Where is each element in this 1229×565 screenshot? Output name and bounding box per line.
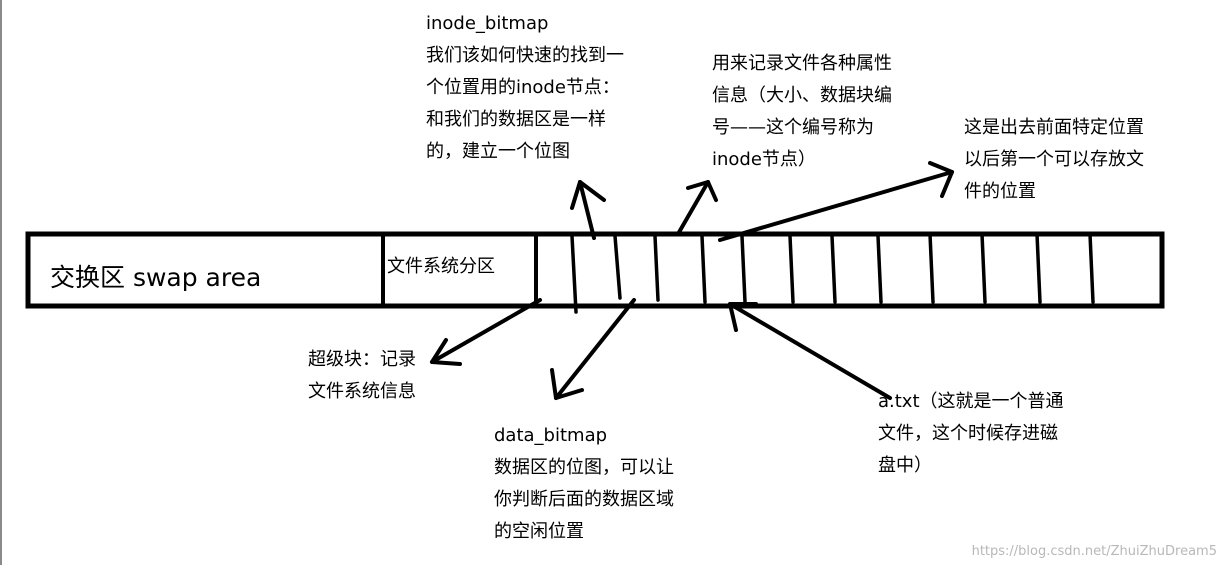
inode-bitmap-annotation: inode_bitmap 我们该如何快速的找到一 个位置用的inode节点： 和… [426, 8, 624, 168]
watermark: https://blog.csdn.net/ZhuiZhuDream5 [971, 544, 1217, 559]
atxt-arrow [728, 302, 892, 400]
block-divider [740, 234, 747, 304]
filesystem-partition-label: 文件系统分区 [387, 256, 495, 277]
block-divider [1088, 232, 1095, 304]
position-arrow [718, 170, 954, 242]
annotation-line: 信息（大小、数据块编 [712, 85, 892, 106]
annotation-line: 以后第一个可以存放文 [964, 149, 1144, 170]
annotation-line: 件的位置 [964, 181, 1036, 202]
annotation-line: a.txt（这就是一个普通 [878, 391, 1064, 412]
block-divider [788, 234, 795, 304]
annotation-line: 和我们的数据区是一样 [426, 109, 606, 130]
inode-bitmap-arrow [578, 180, 596, 240]
annotation-line: 你判断后面的数据区域 [494, 489, 674, 510]
window-left-edge [0, 0, 2, 565]
block-dividers [570, 232, 1095, 314]
annotation-line: 我们该如何快速的找到一 [426, 45, 624, 66]
block-divider [876, 234, 883, 304]
superblock-annotation: 超级块：记录 文件系统信息 [308, 344, 416, 408]
inode-arrow [676, 180, 710, 236]
block-divider [1035, 232, 1042, 304]
annotation-line: 用来记录文件各种属性 [712, 53, 892, 74]
annotation-line: inode节点） [712, 149, 816, 170]
swap-area-label: 交换区 swap area [50, 263, 262, 292]
superblock-arrowhead [430, 338, 462, 366]
superblock-arrow [430, 298, 542, 364]
block-divider [653, 234, 660, 302]
block-divider [980, 232, 987, 304]
position-arrowhead [928, 161, 954, 198]
block-divider [830, 234, 837, 304]
annotation-line: 数据区的位图，可以让 [494, 457, 674, 478]
annotation-line: 这是出去前面特定位置 [964, 117, 1144, 138]
data-bitmap-arrowhead [550, 368, 584, 400]
annotation-line: 超级块：记录 [308, 349, 416, 370]
annotation-title: data_bitmap [494, 425, 608, 446]
block-divider [700, 234, 707, 304]
data-bitmap-annotation: data_bitmap 数据区的位图，可以让 你判断后面的数据区域 的空闲位置 [494, 420, 674, 548]
annotation-line: 盘中） [878, 455, 932, 476]
annotation-title: inode_bitmap [426, 13, 549, 34]
annotation-line: 文件，这个时候存进磁 [878, 423, 1058, 444]
block-divider [613, 234, 622, 300]
annotation-line: 文件系统信息 [308, 381, 416, 402]
inode-annotation: 用来记录文件各种属性 信息（大小、数据块编 号——这个编号称为 inode节点） [712, 48, 892, 176]
data-bitmap-arrow [554, 298, 636, 400]
annotation-line: 的空闲位置 [494, 521, 584, 542]
atxt-annotation: a.txt（这就是一个普通 文件，这个时候存进磁 盘中） [878, 386, 1064, 482]
inode-bitmap-arrowhead [570, 180, 606, 210]
annotation-line: 号——这个编号称为 [712, 117, 874, 138]
position-annotation: 这是出去前面特定位置 以后第一个可以存放文 件的位置 [964, 112, 1144, 208]
annotation-line: 个位置用的inode节点： [426, 77, 620, 98]
annotation-line: 的，建立一个位图 [426, 141, 570, 162]
inode-arrowhead [686, 180, 718, 202]
block-divider [928, 232, 935, 304]
block-divider [570, 234, 578, 314]
atxt-arrowhead [728, 302, 758, 332]
